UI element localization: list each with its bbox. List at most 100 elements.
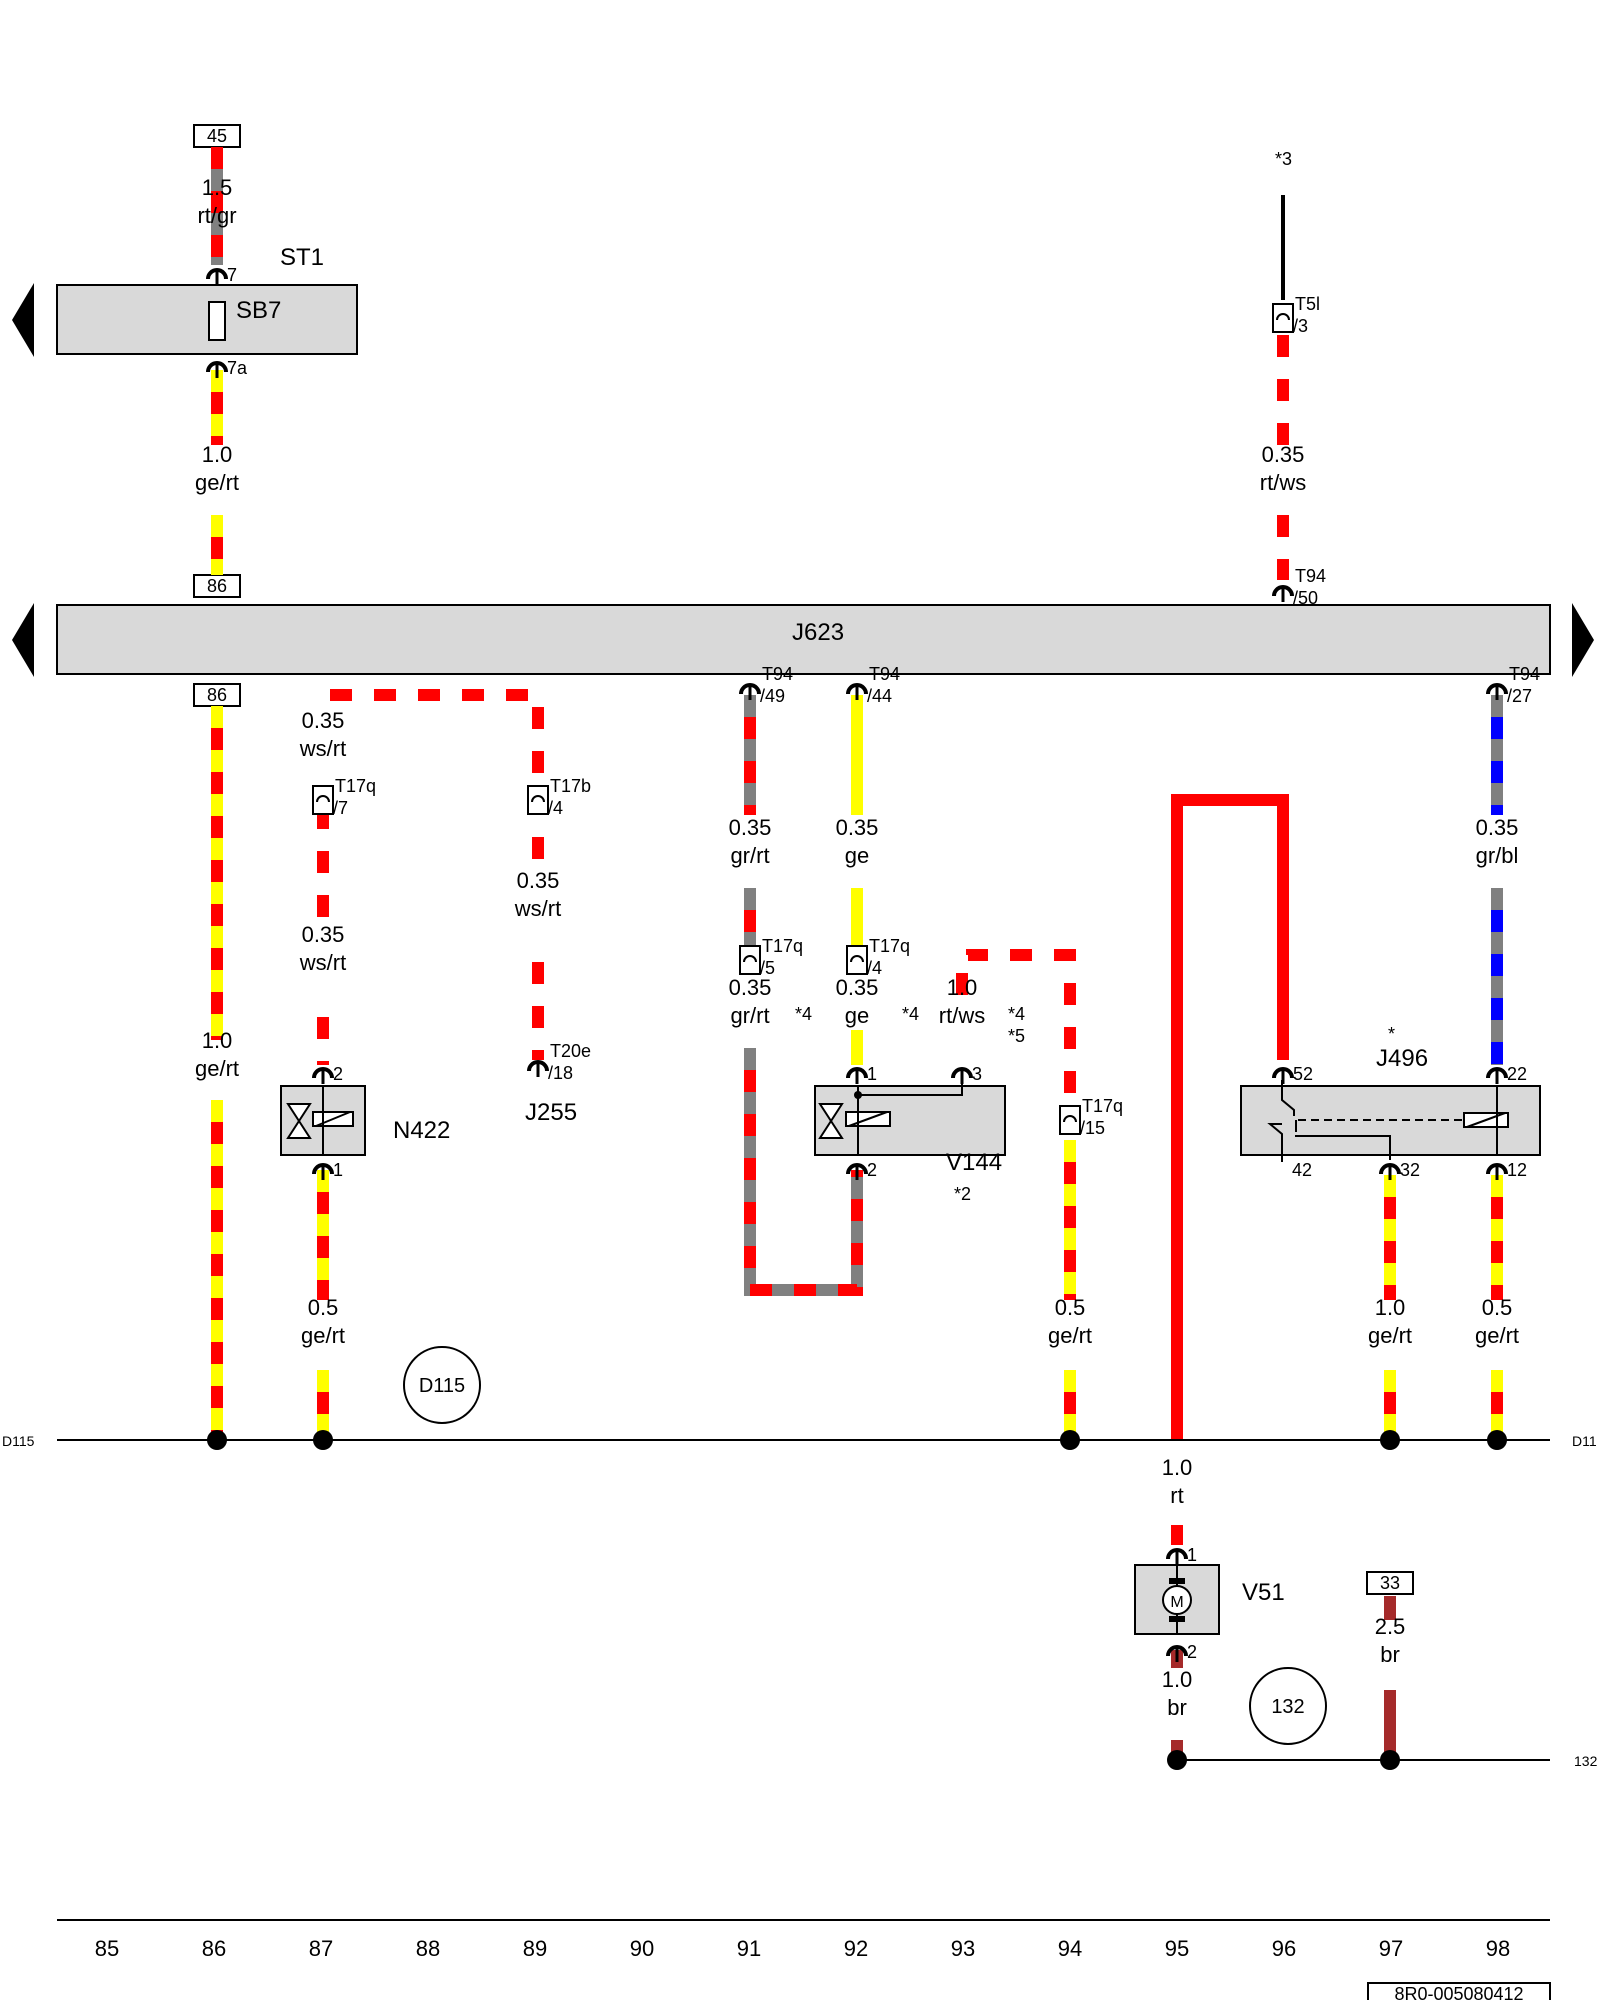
132-right-ref: 132 [1574,1753,1598,1769]
st1-label: ST1 [280,244,324,271]
wire-size-label: 1.0 [202,1028,233,1053]
wire-size-label: 0.35 [1476,815,1519,840]
svg-text:86: 86 [207,576,227,596]
wire-w9b [744,1048,863,1296]
grid-number: 96 [1272,1936,1296,1961]
motor-icon: M [1170,1594,1183,1611]
left-arrow-j623 [12,603,34,677]
wire-size-label: 0.5 [308,1295,339,1320]
diagram-id-box [1367,1982,1551,2000]
connector-housing-icon [739,945,761,975]
wire-color-label: ge/rt [1368,1323,1412,1348]
junction-dot [313,1430,333,1450]
connector-pin: 2 [333,1064,343,1084]
wire-color-label: ge [845,1003,869,1028]
wire-color-label: rt/gr [197,203,236,228]
grid-number: 95 [1165,1936,1189,1961]
v51-label: V51 [1242,1579,1285,1606]
d115-circle [403,1346,481,1424]
wire-size-label: 0.35 [836,815,879,840]
junction-dots [207,1430,1507,1770]
wire-size-label: 1.0 [1162,1667,1193,1692]
wire-size-label: 1.5 [202,175,233,200]
connector-housing-icon [1059,1105,1081,1135]
connector-pin: 7a [227,358,248,378]
connector-pin: 2 [867,1160,877,1180]
grid-number: 91 [737,1936,761,1961]
d11-right-ref: D11 [1572,1433,1597,1449]
connector-pin: 7 [227,265,237,285]
connector-name: T17q [762,936,803,956]
connector-pin: 22 [1507,1064,1527,1084]
wire-color-label: rt/ws [1260,470,1306,495]
wire-color-label: br [1167,1695,1187,1720]
j496-label: J496 [1376,1045,1428,1072]
svg-text:33: 33 [1380,1573,1400,1593]
wire-labels: 1.5rt/gr1.0ge/rt0.35rt/ws0.35ws/rt0.35ws… [195,175,1519,1720]
connector-pin: /49 [760,686,785,706]
connector-pin: 1 [1187,1545,1197,1565]
terminal-33: 33 [1366,1571,1414,1595]
connector-housing-icon [527,785,549,815]
grid-number: 89 [523,1936,547,1961]
connector-housing-icon [1272,303,1294,333]
wire-size-label: 0.5 [1055,1295,1086,1320]
wire-color-label: gr/rt [730,1003,769,1028]
wire-w4 [317,689,544,780]
wire-size-label: 0.35 [302,708,345,733]
wire-size-label: 0.35 [1262,442,1305,467]
wire-size-label: 1.0 [1162,1455,1193,1480]
connector-pin: 32 [1400,1160,1420,1180]
connector-pin: /4 [548,798,563,818]
wire-color-label: rt/ws [939,1003,985,1028]
connector-icon [531,795,545,803]
wire-size-label: 1.0 [202,442,233,467]
wire-color-label: ge/rt [1048,1323,1092,1348]
v144-label: V144 [946,1149,1002,1176]
st1-fuse-holder [56,284,358,355]
note-4b: *4 [902,1004,919,1024]
svg-text:86: 86 [207,685,227,705]
note-4a: *4 [795,1004,812,1024]
n422-valve [280,1085,366,1156]
grid-number: 88 [416,1936,440,1961]
connector-icon [1276,313,1290,321]
v144-note: *2 [954,1184,971,1204]
connector-icon [1063,1115,1077,1123]
connector-pin: /27 [1507,686,1532,706]
wire-color-label: br [1380,1642,1400,1667]
wire-w4-stripe [317,689,544,780]
sb7-label: SB7 [236,297,281,324]
wire-color-label: gr/bl [1476,843,1519,868]
grid-number: 93 [951,1936,975,1961]
j255-label: J255 [525,1099,577,1126]
terminal-86-bottom: 86 [193,683,241,707]
connector-pin: /7 [333,798,348,818]
j496-note: * [1388,1024,1395,1044]
terminal-86-top: 86 [193,574,241,598]
wire-color-label: ge [845,843,869,868]
right-arrow-j623 [1572,603,1594,677]
connectors: 77aT5l/3T94/50T94/49T94/44T94/27T17q/7T1… [206,265,1540,1662]
connector-pin: /18 [548,1063,573,1083]
wire-size-label: 0.35 [517,868,560,893]
junction-dot [1380,1750,1400,1770]
note-3: *3 [1275,149,1292,169]
connector-name: T94 [869,664,900,684]
fuse-icon [208,301,226,341]
wire-group [211,147,1503,1760]
connector-housing-icon [312,785,334,815]
wire-color-label: ge/rt [195,470,239,495]
connector-icon [743,955,757,963]
connector-name: T17q [869,936,910,956]
connector-pin: /44 [867,686,892,706]
wire-w11 [956,949,1076,1100]
132-circle [1249,1667,1327,1745]
connector-pin: 2 [1187,1642,1197,1662]
grid-number: 87 [309,1936,333,1961]
grid-number: 94 [1058,1936,1082,1961]
wire-color-label: ws/rt [299,950,346,975]
connector-pin: /50 [1293,588,1318,608]
wire-size-label: 0.35 [836,975,879,1000]
